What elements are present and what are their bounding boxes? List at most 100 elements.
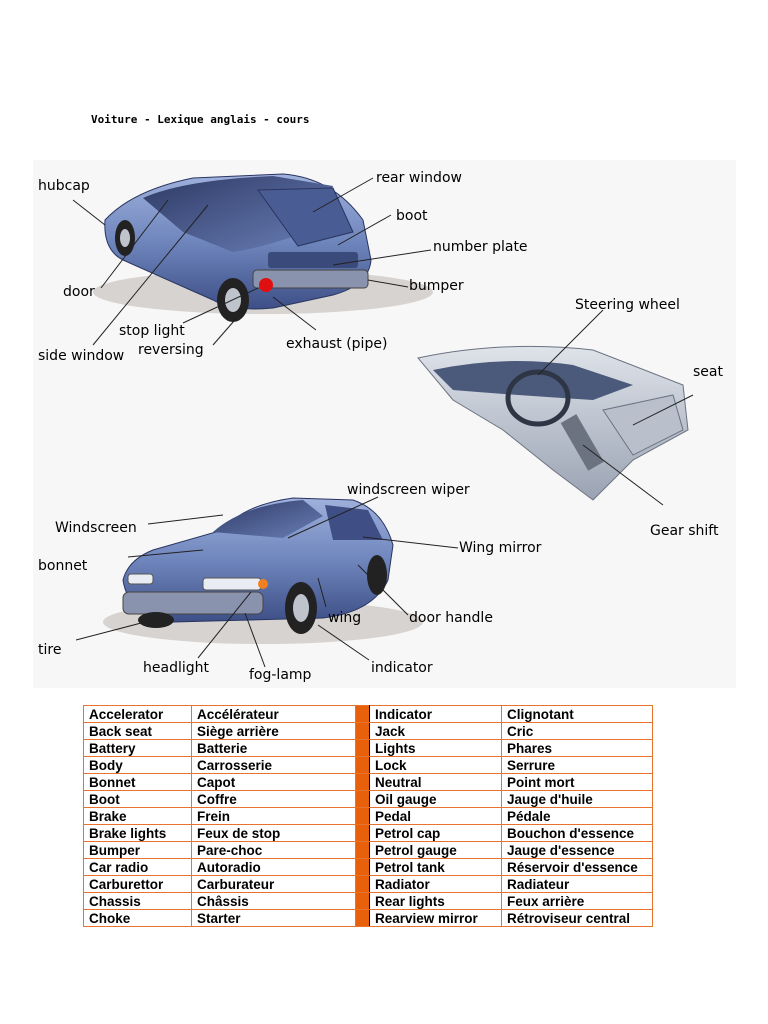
english-term-cell: Boot xyxy=(83,790,192,808)
column-separator xyxy=(355,824,370,842)
english-term-cell: Lights xyxy=(369,739,502,757)
document-title: Voiture - Lexique anglais - cours xyxy=(91,113,310,126)
french-term-cell: Bouchon d'essence xyxy=(501,824,653,842)
french-term-cell: Coffre xyxy=(191,790,356,808)
label-bonnet: bonnet xyxy=(38,558,88,574)
english-term-cell: Neutral xyxy=(369,773,502,791)
english-term-cell: Lock xyxy=(369,756,502,774)
label-tire: tire xyxy=(38,642,62,658)
car-illustration: hubcap rear window boot number plate bum… xyxy=(33,160,736,688)
french-term-cell: Siège arrière xyxy=(191,722,356,740)
leader-lines xyxy=(72,177,694,668)
french-term-cell: Accélérateur xyxy=(191,705,356,723)
column-separator xyxy=(355,909,370,927)
column-separator xyxy=(355,875,370,893)
english-term-cell: Choke xyxy=(83,909,192,927)
label-hubcap: hubcap xyxy=(38,178,90,194)
english-term-cell: Brake lights xyxy=(83,824,192,842)
label-fog-lamp: fog-lamp xyxy=(249,667,312,683)
french-term-cell: Frein xyxy=(191,807,356,825)
column-separator xyxy=(355,705,370,723)
french-term-cell: Rétroviseur central xyxy=(501,909,653,927)
english-term-cell: Oil gauge xyxy=(369,790,502,808)
french-term-cell: Carrosserie xyxy=(191,756,356,774)
english-term-cell: Battery xyxy=(83,739,192,757)
french-term-cell: Carburateur xyxy=(191,875,356,893)
english-term-cell: Petrol cap xyxy=(369,824,502,842)
french-term-cell: Pare-choc xyxy=(191,841,356,859)
label-rear-window: rear window xyxy=(376,170,462,186)
label-boot: boot xyxy=(396,208,428,224)
column-separator xyxy=(355,790,370,808)
label-seat: seat xyxy=(693,364,723,380)
french-term-cell: Jauge d'huile xyxy=(501,790,653,808)
french-term-cell: Pédale xyxy=(501,807,653,825)
french-term-cell: Feux de stop xyxy=(191,824,356,842)
label-wing: wing xyxy=(328,610,362,626)
french-term-cell: Point mort xyxy=(501,773,653,791)
english-term-cell: Car radio xyxy=(83,858,192,876)
french-term-cell: Radiateur xyxy=(501,875,653,893)
column-separator xyxy=(355,773,370,791)
english-term-cell: Accelerator xyxy=(83,705,192,723)
english-term-cell: Pedal xyxy=(369,807,502,825)
french-term-cell: Réservoir d'essence xyxy=(501,858,653,876)
english-term-cell: Body xyxy=(83,756,192,774)
french-term-cell: Batterie xyxy=(191,739,356,757)
english-term-cell: Petrol tank xyxy=(369,858,502,876)
label-indicator: indicator xyxy=(371,660,433,676)
label-windscreen-wiper: windscreen wiper xyxy=(347,482,470,498)
english-term-cell: Petrol gauge xyxy=(369,841,502,859)
label-reversing: reversing xyxy=(138,342,204,358)
french-term-cell: Clignotant xyxy=(501,705,653,723)
column-separator xyxy=(355,841,370,859)
rear-car-drawing xyxy=(93,173,433,322)
english-term-cell: Carburettor xyxy=(83,875,192,893)
french-term-cell: Serrure xyxy=(501,756,653,774)
english-term-cell: Rearview mirror xyxy=(369,909,502,927)
english-term-cell: Indicator xyxy=(369,705,502,723)
column-separator xyxy=(355,892,370,910)
english-term-cell: Radiator xyxy=(369,875,502,893)
label-headlight: headlight xyxy=(143,660,209,676)
label-wing-mirror: Wing mirror xyxy=(459,540,542,556)
label-steering-wheel: Steering wheel xyxy=(575,297,680,313)
label-bumper-rear: bumper xyxy=(409,278,464,294)
dashboard-drawing xyxy=(417,345,689,501)
english-term-cell: Chassis xyxy=(83,892,192,910)
english-term-cell: Bumper xyxy=(83,841,192,859)
column-separator xyxy=(355,807,370,825)
french-term-cell: Feux arrière xyxy=(501,892,653,910)
car-drawings xyxy=(33,160,736,688)
column-separator xyxy=(355,739,370,757)
english-term-cell: Bonnet xyxy=(83,773,192,791)
french-term-cell: Starter xyxy=(191,909,356,927)
label-number-plate: number plate xyxy=(433,239,528,255)
french-term-cell: Phares xyxy=(501,739,653,757)
english-term-cell: Brake xyxy=(83,807,192,825)
label-side-window: side window xyxy=(38,348,125,364)
french-term-cell: Châssis xyxy=(191,892,356,910)
english-term-cell: Rear lights xyxy=(369,892,502,910)
french-term-cell: Jauge d'essence xyxy=(501,841,653,859)
english-term-cell: Back seat xyxy=(83,722,192,740)
french-term-cell: Cric xyxy=(501,722,653,740)
column-separator xyxy=(355,722,370,740)
english-term-cell: Jack xyxy=(369,722,502,740)
label-door-handle: door handle xyxy=(409,610,493,626)
label-exhaust: exhaust (pipe) xyxy=(286,336,388,352)
front-car-drawing xyxy=(103,497,423,644)
french-term-cell: Autoradio xyxy=(191,858,356,876)
